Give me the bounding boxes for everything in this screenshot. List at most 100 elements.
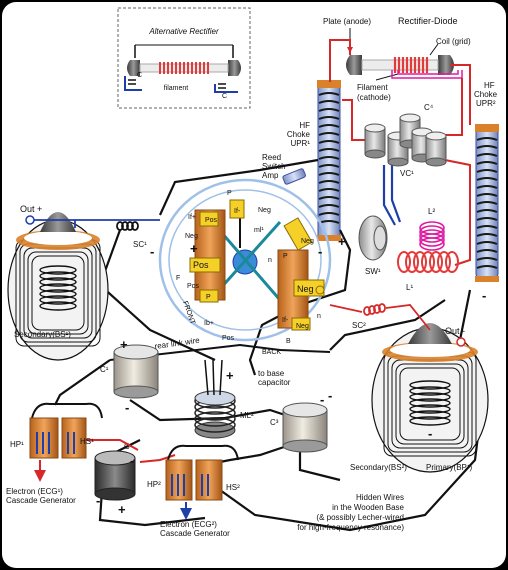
alt-end-cap-left: [127, 60, 140, 76]
diode-grid-coil: [393, 57, 429, 73]
ml2-plus-sign: +: [226, 368, 234, 383]
right-neg-bottom-label: Neg: [296, 323, 309, 330]
ecg1-label-1: Electron (ECG¹): [6, 487, 63, 496]
bs2-dome: [408, 323, 452, 344]
vc-can-1: [364, 123, 386, 159]
switch-sw1: SW¹: [358, 215, 388, 276]
sc1-label: SC¹: [133, 240, 147, 249]
right-minus-sign: -: [318, 244, 322, 259]
alt-rectifier-title: Alternative Rectifier: [148, 27, 219, 36]
top-wires: [329, 39, 471, 266]
right-pole-assembly: Neg Neg If- Neg - n B BACK P n Pos: [222, 217, 325, 356]
alt-c-right-label: C: [222, 93, 227, 100]
c2-plus: +: [118, 502, 126, 517]
alt-filament-label: filament: [164, 85, 189, 92]
right-p-label: P: [283, 253, 288, 260]
bs1-minus-sign: -: [150, 244, 154, 259]
diode-end-right: [438, 55, 454, 75]
alt-c-left-label: C: [137, 72, 142, 79]
rectifier-diode: Rectifier-Diode Plate (anode) Coil (grid…: [323, 16, 471, 102]
right-neg-upper-label: Neg: [301, 238, 314, 245]
hf-choke-upr2-label-1: HF: [484, 81, 495, 90]
c1-plus: +: [120, 337, 128, 352]
center-pos-label: Pos: [222, 335, 235, 342]
c2-minus: -: [130, 453, 134, 468]
capacitor-c1: C¹ + -: [100, 337, 159, 415]
hs1-label: HS¹: [80, 437, 94, 446]
ecg1-label-2: Cascade Generator: [6, 496, 76, 505]
out-minus-label: Out -: [445, 326, 465, 336]
out-plus-terminal: Out +: [20, 204, 160, 228]
right-n-upper-label: n: [268, 257, 272, 264]
right-b-label: B: [286, 338, 291, 345]
hidden-wires-line-2: in the Wooden Base: [332, 503, 404, 512]
left-p-bottom-label: P: [206, 294, 211, 301]
capacitor-c3: C³ -: [270, 392, 328, 453]
ml2-stack: ML²: [194, 359, 254, 439]
left-pos-mid-label: Pos: [193, 260, 209, 270]
hidden-wires-line-1: Hidden Wires: [356, 493, 404, 502]
vc1-label: VC¹: [400, 169, 414, 178]
right-neg-mid-label: Neg: [297, 284, 314, 294]
to-base-capacitor-label-2: capacitor: [258, 378, 291, 387]
hf-choke-upr1-label-1: HF: [299, 121, 310, 130]
bs2-minus-sign: -: [328, 388, 332, 403]
top-p-label: P: [227, 190, 232, 197]
hs2-label: HS²: [226, 483, 240, 492]
bp1-minus-sign: -: [428, 426, 432, 441]
vc-can-5: [425, 131, 447, 167]
left-pole-assembly: Pos Pos P If+ Neg Pos Ib+ + F FRONT: [176, 209, 226, 327]
right-n-label: n: [317, 313, 321, 320]
secondary-bs2-primary-bp1: Secondary(BS²) Primary(BP¹): [350, 323, 489, 473]
hf-choke-upr1-label-3: UPR¹: [290, 139, 310, 148]
top-pole-block: If- ml¹ Neg P: [227, 190, 271, 234]
ml2-label: ML²: [240, 411, 254, 420]
secondary-bs2-label: Secondary(BS²): [350, 463, 407, 472]
c3-label: C³: [270, 418, 279, 427]
c4-label: C⁴: [424, 103, 434, 112]
diode-end-left: [346, 55, 362, 75]
left-ib-plus-label: Ib+: [204, 320, 214, 327]
hidden-wires-line-4: for high-frequency resonance): [297, 523, 404, 532]
variable-capacitor-vc1: C⁴ VC¹: [364, 103, 447, 178]
coil-l2: L²: [419, 207, 445, 251]
ecg2-label-2: Cascade Generator: [160, 529, 230, 538]
reed-switch-label-2: Switch: [262, 162, 286, 171]
c3-minus: -: [320, 392, 324, 407]
left-f-label: F: [176, 275, 180, 282]
central-rotary-assembly: Pos Pos P If+ Neg Pos Ib+ + F FRONT If- …: [158, 178, 332, 356]
hf-choke-upr2-label-3: UPR²: [476, 99, 496, 108]
reed-switch-label-1: Reed: [262, 153, 281, 162]
c1-label: C¹: [100, 365, 109, 374]
coil-sc1: SC¹: [116, 221, 147, 249]
to-base-capacitor-label-1: to base: [258, 369, 285, 378]
hp1-label: HP¹: [10, 440, 24, 449]
secondary-bs1-label: Secondary(BS¹): [14, 330, 71, 339]
out-minus-terminal: Out -: [445, 326, 466, 347]
hidden-wires-line-3: (& possibly Lecher-wired: [316, 513, 404, 522]
ecg1-generator: HP¹ HS¹ Electron (ECG¹) Cascade Generato…: [6, 402, 103, 505]
plate-anode-label: Plate (anode): [323, 17, 371, 26]
primary-bp1-label: Primary(BP¹): [426, 463, 473, 472]
alt-coil: [159, 62, 209, 74]
bs1-dome: [40, 212, 76, 232]
coil-sc2: SC²: [329, 303, 431, 331]
choke2-minus-sign: -: [482, 288, 486, 303]
back-label: BACK: [262, 349, 281, 356]
ml1-label: ml¹: [254, 227, 264, 234]
left-neg-label: Neg: [185, 233, 198, 240]
sw1-label: SW¹: [365, 267, 381, 276]
capacitor-c2: C² - + -: [69, 439, 176, 517]
left-pos-top-label: Pos: [205, 217, 218, 224]
out-plus-label: Out +: [20, 204, 42, 214]
left-plus-sign: +: [190, 241, 198, 256]
alt-end-cap-right: [228, 60, 241, 76]
hidden-wires-note: Hidden Wires in the Wooden Base (& possi…: [297, 493, 404, 532]
reed-switch-amp: Reed Switch Amp: [262, 153, 306, 185]
choke1-plus-sign: +: [338, 234, 346, 249]
left-if-plus-label: If+: [188, 214, 196, 221]
hf-choke-upr2: HF Choke UPR²: [474, 81, 499, 282]
l2-label: L²: [428, 207, 435, 216]
